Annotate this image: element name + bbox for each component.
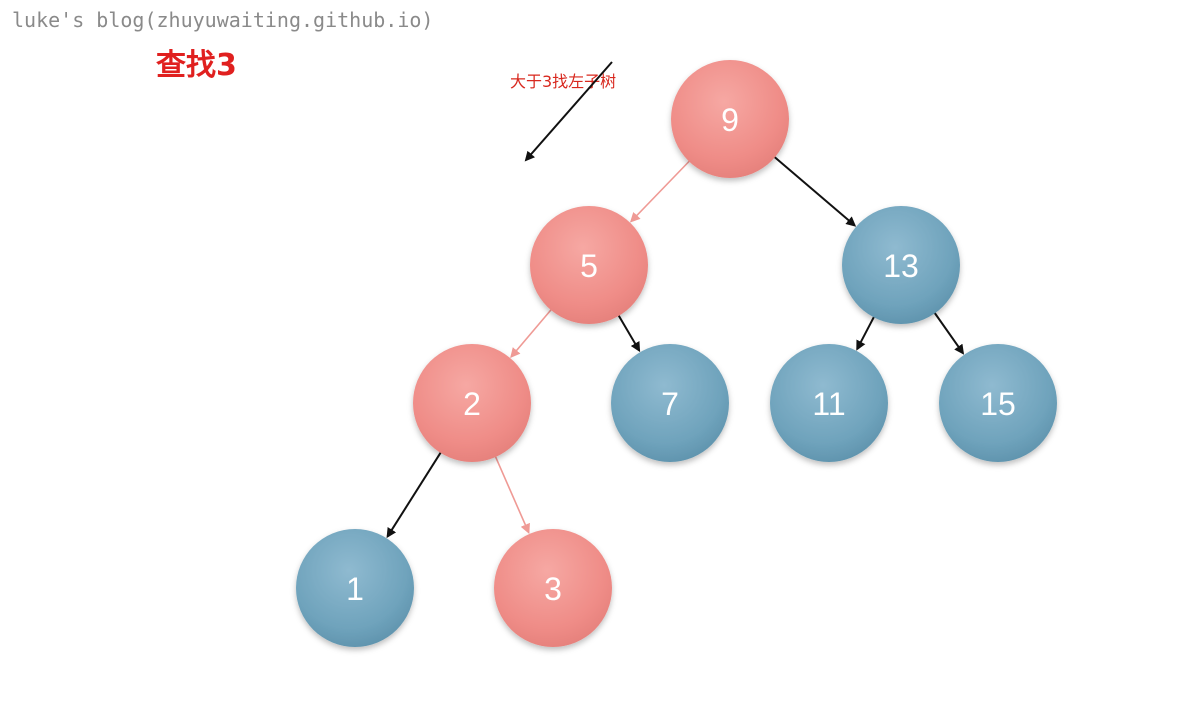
tree-node-circle bbox=[671, 60, 789, 178]
edge-13-to-11 bbox=[856, 315, 876, 351]
tree-node-circle bbox=[494, 529, 612, 647]
annotation-arrow bbox=[524, 61, 613, 162]
tree-node-label: 7 bbox=[661, 386, 679, 422]
tree-node-circle bbox=[296, 529, 414, 647]
tree-node-label: 13 bbox=[883, 248, 919, 284]
tree-node-3: 3 bbox=[494, 529, 612, 647]
edge-2-to-3 bbox=[494, 454, 530, 534]
tree-node-circle bbox=[939, 344, 1057, 462]
tree-node-circle bbox=[413, 344, 531, 462]
tree-node-circle bbox=[530, 206, 648, 324]
tree-node-9: 9 bbox=[671, 60, 789, 178]
tree-node-label: 1 bbox=[346, 571, 364, 607]
tree-node-label: 11 bbox=[812, 386, 845, 422]
edge-13-to-15 bbox=[932, 311, 965, 355]
tree-node-label: 5 bbox=[580, 248, 598, 284]
tree-node-15: 15 bbox=[939, 344, 1057, 462]
tree-node-label: 9 bbox=[721, 102, 739, 138]
tree-node-5: 5 bbox=[530, 206, 648, 324]
tree-node-1: 1 bbox=[296, 529, 414, 647]
edge-5-to-2 bbox=[510, 307, 553, 358]
blog-watermark: luke's blog(zhuyuwaiting.github.io) bbox=[12, 8, 434, 32]
tree-node-13: 13 bbox=[842, 206, 960, 324]
tree-node-circle bbox=[770, 344, 888, 462]
tree-node-7: 7 bbox=[611, 344, 729, 462]
tree-node-label: 3 bbox=[544, 571, 562, 607]
edge-5-to-7 bbox=[616, 313, 641, 353]
tree-node-circle bbox=[842, 206, 960, 324]
edge-9-to-13 bbox=[772, 155, 857, 227]
tree-node-11: 11 bbox=[770, 344, 888, 462]
edge-2-to-1 bbox=[386, 450, 443, 539]
tree-edges bbox=[386, 155, 965, 539]
tree-node-label: 2 bbox=[463, 386, 481, 422]
page-title: 查找3 bbox=[156, 48, 237, 83]
tree-node-circle bbox=[611, 344, 729, 462]
edge-9-to-5 bbox=[629, 159, 691, 223]
tree-node-2: 2 bbox=[413, 344, 531, 462]
tree-node-label: 15 bbox=[980, 386, 1016, 422]
